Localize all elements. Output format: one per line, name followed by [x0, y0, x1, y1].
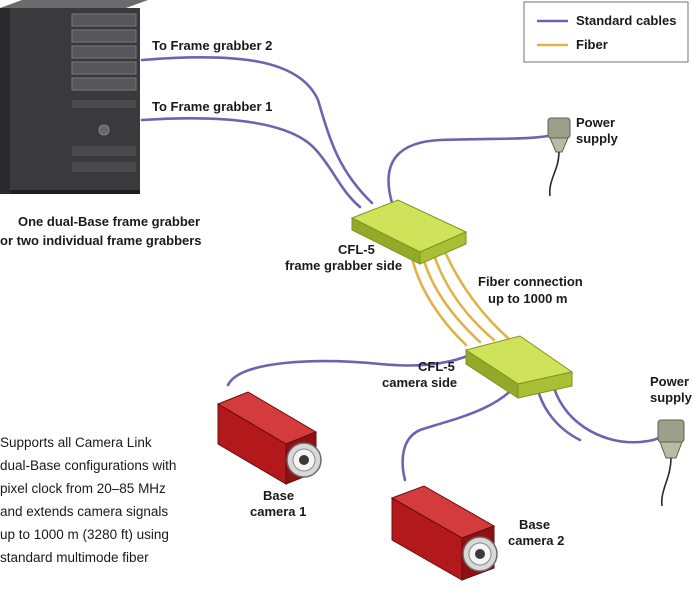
- cable-power-top: [387, 133, 555, 205]
- power-bottom-line2: supply: [650, 390, 692, 405]
- description-line: Supports all Camera Link: [0, 435, 152, 450]
- description-text: Supports all Camera Link dual-Base confi…: [0, 435, 176, 565]
- fiber-2: [421, 255, 482, 344]
- camera-1-line1: Base: [263, 488, 294, 503]
- power-supply-top-icon: [547, 117, 571, 197]
- legend-standard-label: Standard cables: [576, 13, 676, 28]
- computer-caption-line1: One dual-Base frame grabber: [18, 214, 200, 229]
- description-line: standard multimode fiber: [0, 550, 149, 565]
- cable-camera-2: [401, 378, 522, 482]
- cfl-fg-line2: frame grabber side: [285, 258, 402, 273]
- link-label-frame-grabber-2: To Frame grabber 2: [152, 38, 272, 53]
- cfl5-camera-box: [464, 335, 574, 399]
- power-bottom-line1: Power: [650, 374, 689, 389]
- camera-2-icon: [390, 485, 498, 581]
- cable-camera-1: [226, 353, 472, 387]
- computer-tower: [0, 0, 148, 194]
- description-line: and extends camera signals: [0, 504, 168, 519]
- link-label-frame-grabber-1: To Frame grabber 1: [152, 99, 272, 114]
- legend-fiber-label: Fiber: [576, 37, 608, 52]
- fiber-cables: [410, 250, 510, 347]
- description-line: up to 1000 m (3280 ft) using: [0, 527, 169, 542]
- camera-1-icon: [216, 391, 322, 485]
- cable-power-bottom: [550, 378, 664, 444]
- fiber-4: [443, 250, 510, 340]
- camera-2-line2: camera 2: [508, 533, 564, 548]
- fiber-1: [410, 256, 468, 347]
- power-top-line2: supply: [576, 131, 619, 146]
- cfl-cam-line2: camera side: [382, 375, 457, 390]
- cfl5-frame-grabber-box: [350, 199, 468, 265]
- cable-frame-grabber-2: [140, 55, 374, 205]
- fiber-connection-line1: Fiber connection: [478, 274, 583, 289]
- power-supply-bottom-icon: [657, 419, 685, 507]
- description-line: dual-Base configurations with: [0, 458, 176, 473]
- computer-caption-line2: or two individual frame grabbers: [0, 233, 202, 248]
- description-line: pixel clock from 20–85 MHz: [0, 481, 166, 496]
- fiber-3: [432, 253, 496, 342]
- fiber-connection-line2: up to 1000 m: [488, 291, 567, 306]
- camera-2-line1: Base: [519, 517, 550, 532]
- legend: Standard cables Fiber: [523, 1, 689, 63]
- camera-1-line2: camera 1: [250, 504, 306, 519]
- legend-box: [523, 1, 689, 63]
- power-top-line1: Power: [576, 115, 615, 130]
- cable-frame-grabber-1: [140, 117, 362, 209]
- cfl-fg-line1: CFL-5: [338, 242, 375, 257]
- cfl-cam-line1: CFL-5: [418, 359, 455, 374]
